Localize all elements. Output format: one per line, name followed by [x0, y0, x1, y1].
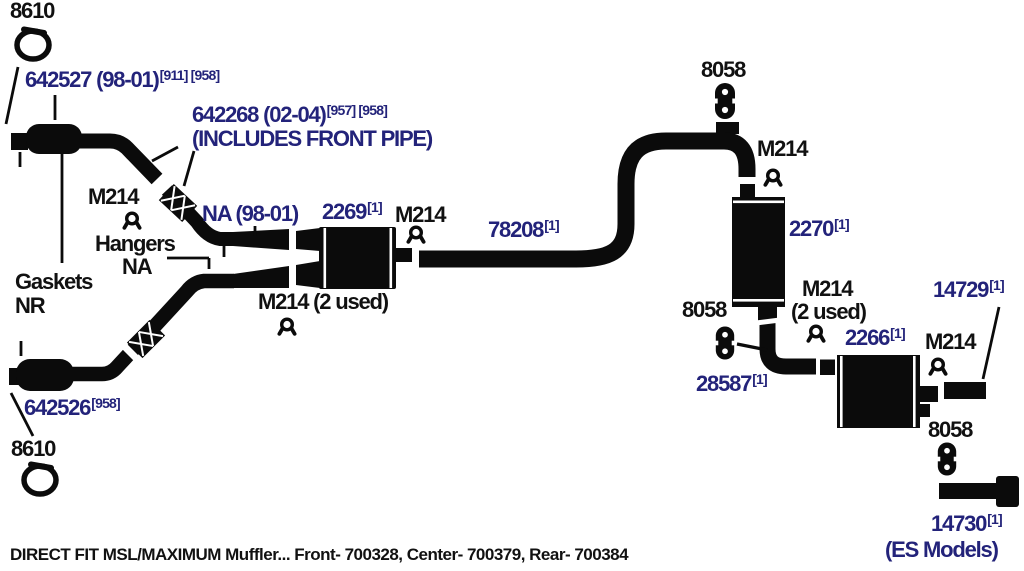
flange — [716, 122, 739, 134]
part-label-m214-center: M214 — [395, 202, 446, 227]
part-label-8610-top: 8610 — [10, 0, 55, 23]
hanger-icon — [928, 357, 948, 376]
hanger-icon — [806, 324, 826, 343]
part-label-8610-bottom: 8610 — [11, 436, 56, 461]
muffler-2266 — [820, 355, 938, 428]
catalytic-flex-lower — [16, 359, 74, 391]
part-label-642527: 642527 (98-01)[911] [958] — [25, 67, 220, 92]
hanger-icon — [277, 317, 297, 336]
part-label-2269: 2269[1] — [322, 199, 383, 224]
tailpipe-14730 — [939, 476, 1019, 507]
label-gaskets-nr: NR — [15, 293, 46, 318]
part-label-na-9801: NA (98-01) — [202, 201, 299, 226]
part-label-2266: 2266[1] — [845, 325, 906, 350]
part-label-2270: 2270[1] — [789, 216, 850, 241]
part-label-m214-rear: M214 — [925, 329, 976, 354]
part-label-28587: 28587[1] — [696, 371, 768, 396]
extension-pipe-14729 — [944, 382, 986, 399]
part-label-m214-2used-right: M214 — [802, 276, 853, 301]
part-label-14730-note: (ES Models) — [885, 537, 999, 562]
connector-pipe-28587 — [755, 317, 816, 375]
part-label-m214-right-top: M214 — [757, 136, 808, 161]
label-hangers: Hangers — [95, 231, 176, 256]
part-label-642526: 642526[958] — [24, 395, 121, 420]
muffler-center-2269 — [233, 227, 412, 289]
part-label-642268: 642268 (02-04)[957] [958] — [192, 102, 388, 127]
part-label-14729: 14729[1] — [933, 277, 1005, 302]
part-label-m214-front: M214 — [88, 184, 139, 209]
gasket-icon — [936, 442, 958, 476]
intermediate-pipe-78208 — [419, 122, 756, 268]
clamp-icon — [24, 465, 56, 495]
hanger-icon — [406, 225, 426, 244]
part-label-m214-2used-right-2: (2 used) — [791, 299, 867, 324]
label-gaskets: Gaskets — [15, 269, 93, 294]
part-label-78208: 78208[1] — [488, 217, 560, 242]
part-label-8058-top: 8058 — [701, 57, 746, 82]
gasket-icon — [714, 326, 736, 360]
label-hangers-na: NA — [122, 254, 153, 279]
gasket-icon — [713, 83, 737, 119]
part-label-8058-mid: 8058 — [682, 297, 727, 322]
part-label-642268-note: (INCLUDES FRONT PIPE) — [192, 126, 433, 151]
part-label-8058-rear: 8058 — [928, 417, 973, 442]
hanger-icon — [763, 168, 783, 187]
leader-lines — [4, 66, 1001, 437]
muffler-2270 — [732, 184, 785, 321]
clamp-icon — [17, 30, 49, 60]
part-label-m214-2used-left: M214 (2 used) — [258, 289, 389, 314]
catalytic-flex-upper — [26, 124, 82, 154]
diagram-footer-note: DIRECT FIT MSL/MAXIMUM Muffler... Front-… — [10, 545, 629, 564]
hanger-icon — [122, 211, 142, 230]
front-pipe-upper — [11, 124, 234, 246]
part-label-14730: 14730[1] — [931, 511, 1003, 536]
